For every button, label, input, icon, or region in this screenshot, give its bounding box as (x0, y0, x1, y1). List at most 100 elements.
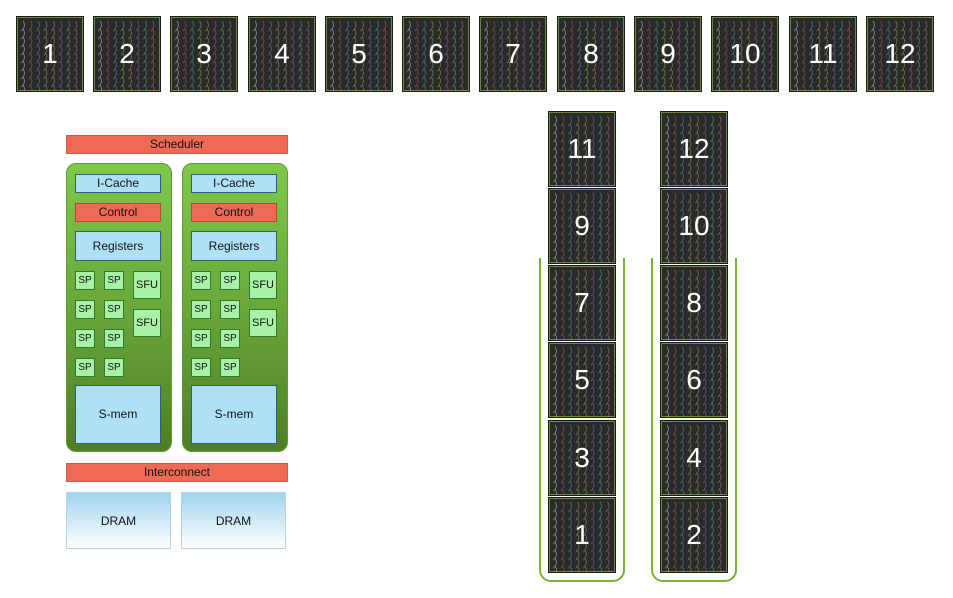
sp-core: SP (75, 329, 95, 348)
sp-core: SP (191, 329, 211, 348)
wave-pattern-icon (553, 115, 610, 186)
block-col-right-4: 4 (660, 420, 728, 496)
block-label: 9 (574, 210, 590, 241)
sp-core: SP (220, 329, 240, 348)
block-label: 12 (678, 133, 710, 164)
wave-pattern-icon (639, 20, 696, 91)
sp-core: SP (75, 271, 95, 290)
block-label: 10 (678, 210, 710, 241)
block-4: 4 (248, 16, 316, 92)
block-label: 8 (686, 287, 702, 318)
block-label: 5 (351, 38, 367, 69)
wave-pattern-icon (407, 20, 464, 91)
sfu-unit: SFU (133, 271, 161, 299)
shared-memory-box: S-mem (75, 385, 161, 444)
block-7: 7 (479, 16, 547, 92)
block-3: 3 (170, 16, 238, 92)
block-label: 7 (574, 287, 590, 318)
sfu-unit: SFU (249, 271, 277, 299)
wave-pattern-icon (665, 424, 722, 495)
wave-pattern-icon (553, 346, 610, 417)
block-12: 12 (866, 16, 934, 92)
registers-box: Registers (75, 231, 161, 261)
block-label: 2 (686, 519, 702, 550)
wave-pattern-icon (665, 501, 722, 572)
wave-pattern-icon (665, 192, 722, 263)
wave-pattern-icon (871, 20, 928, 91)
block-label: 7 (505, 38, 521, 69)
control-box: Control (191, 203, 277, 222)
block-label: 2 (119, 38, 135, 69)
icache-box: I-Cache (75, 174, 161, 193)
sm-unit-1: I-Cache Control Registers SP SP SP SP SP… (66, 163, 172, 452)
block-col-left-9: 9 (548, 188, 616, 264)
block-col-left-7: 7 (548, 265, 616, 341)
sp-core: SP (104, 358, 124, 377)
block-label: 12 (884, 38, 916, 69)
wave-pattern-icon (553, 269, 610, 340)
wave-pattern-icon (665, 346, 722, 417)
block-col-left-5: 5 (548, 342, 616, 418)
block-label: 3 (196, 38, 212, 69)
wave-pattern-icon (484, 20, 541, 91)
wave-pattern-icon (253, 20, 310, 91)
block-label: 6 (686, 364, 702, 395)
sp-core: SP (220, 271, 240, 290)
sp-core: SP (191, 271, 211, 290)
sp-core: SP (75, 300, 95, 319)
block-label: 8 (583, 38, 599, 69)
sp-core: SP (191, 300, 211, 319)
sfu-unit: SFU (133, 309, 161, 337)
block-label: 3 (574, 442, 590, 473)
block-col-right-12: 12 (660, 111, 728, 187)
block-col-left-11: 11 (548, 111, 616, 187)
sm-queue-outline-right (651, 258, 737, 582)
block-label: 9 (660, 38, 676, 69)
block-5: 5 (325, 16, 393, 92)
sp-core: SP (220, 358, 240, 377)
block-label: 4 (686, 442, 702, 473)
block-label: 11 (808, 38, 838, 69)
dram-box-2: DRAM (181, 492, 286, 549)
wave-pattern-icon (562, 20, 619, 91)
block-label: 4 (274, 38, 290, 69)
shared-memory-box: S-mem (191, 385, 277, 444)
block-label: 1 (574, 519, 590, 550)
scheduler-bar: Scheduler (66, 135, 288, 154)
block-10: 10 (711, 16, 779, 92)
block-label: 6 (428, 38, 444, 69)
block-col-left-3: 3 (548, 420, 616, 496)
sp-core: SP (104, 271, 124, 290)
registers-box: Registers (191, 231, 277, 261)
block-col-right-2: 2 (660, 497, 728, 573)
sp-core: SP (75, 358, 95, 377)
wave-pattern-icon (21, 20, 78, 91)
block-label: 11 (567, 133, 597, 164)
wave-pattern-icon (716, 20, 773, 91)
block-6: 6 (402, 16, 470, 92)
sfu-unit: SFU (249, 309, 277, 337)
wave-pattern-icon (330, 20, 387, 91)
block-9: 9 (634, 16, 702, 92)
block-label: 10 (729, 38, 761, 69)
block-col-right-8: 8 (660, 265, 728, 341)
block-col-right-6: 6 (660, 342, 728, 418)
sm-queue-outline-left (539, 258, 625, 582)
sp-core: SP (191, 358, 211, 377)
wave-pattern-icon (553, 501, 610, 572)
block-col-right-10: 10 (660, 188, 728, 264)
dram-box-1: DRAM (66, 492, 171, 549)
icache-box: I-Cache (191, 174, 277, 193)
block-label: 5 (574, 364, 590, 395)
block-label: 1 (42, 38, 58, 69)
block-col-left-1: 1 (548, 497, 616, 573)
sm-unit-2: I-Cache Control Registers SP SP SP SP SP… (182, 163, 288, 452)
sp-core: SP (104, 300, 124, 319)
wave-pattern-icon (665, 269, 722, 340)
wave-pattern-icon (553, 192, 610, 263)
block-8: 8 (557, 16, 625, 92)
sp-core: SP (220, 300, 240, 319)
wave-pattern-icon (665, 115, 722, 186)
sp-core: SP (104, 329, 124, 348)
wave-pattern-icon (553, 424, 610, 495)
